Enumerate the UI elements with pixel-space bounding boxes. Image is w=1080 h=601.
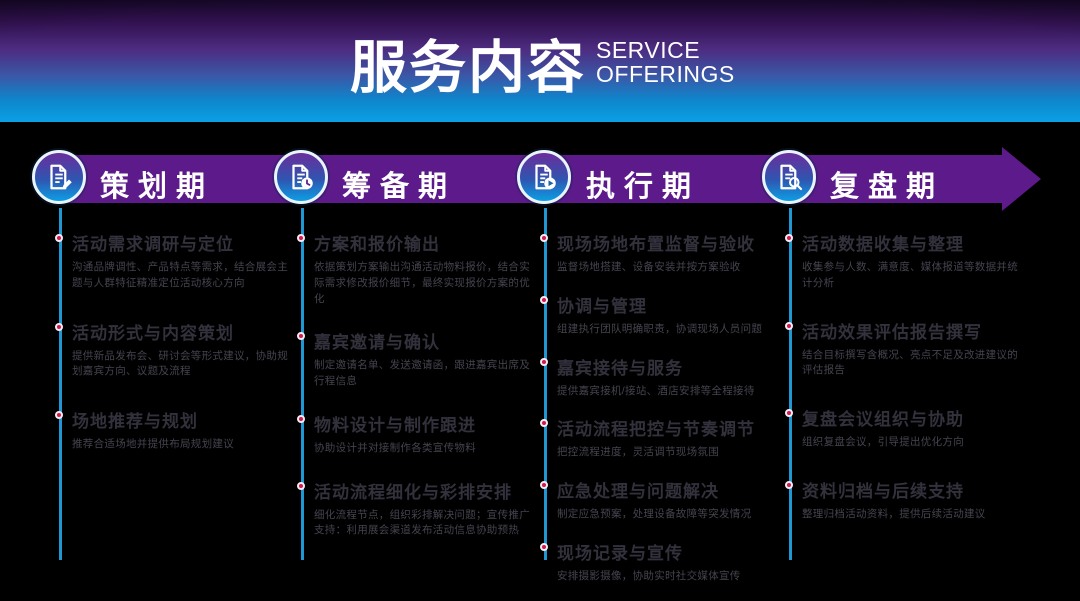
bullet-dot-icon: [540, 481, 548, 489]
bullet-dot-icon: [55, 322, 63, 331]
page-subtitle-line2: OFFERINGS: [596, 61, 735, 87]
item-title: 活动形式与内容策划: [72, 323, 234, 343]
item-desc: 组织复盘会议，引导提出优化方向: [802, 436, 964, 448]
bullet-dot-icon: [540, 419, 548, 428]
item-title: 协调与管理: [557, 296, 647, 316]
item-title: 活动数据收集与整理: [802, 235, 964, 254]
timeline-line: [59, 208, 62, 560]
item-desc: 推荐合适场地并提供布局规划建议: [72, 438, 234, 450]
timeline-line: [301, 208, 304, 560]
list-item: 活动效果评估报告撰写 结合目标撰写含概况、亮点不足及改进建议的评估报告: [785, 318, 1023, 380]
list-item: 方案和报价输出 依据策划方案输出沟通活动物料报价，结合实际需求修改报价细节，最终…: [297, 230, 535, 307]
list-item: 嘉宾接待与服务 提供嘉宾接机/接站、酒店安排等全程接待: [540, 354, 778, 400]
list-item: 复盘会议组织与协助 组织复盘会议，引导提出优化方向: [785, 405, 1023, 451]
phase-3-circle: [517, 150, 571, 204]
phase-4-label: 复盘期: [830, 171, 945, 203]
bullet-dot-icon: [785, 234, 793, 242]
page-subtitle: SERVICE OFFERINGS: [596, 38, 735, 86]
item-desc: 结合目标撰写含概况、亮点不足及改进建议的评估报告: [802, 348, 1018, 377]
bullet-dot-icon: [297, 234, 305, 242]
timeline-line: [544, 208, 547, 560]
item-title: 活动需求调研与定位: [72, 235, 234, 254]
item-desc: 安排摄影摄像，协助实时社交媒体宣传: [557, 569, 741, 582]
item-desc: 组建执行团队明确职责，协调现场人员问题: [557, 322, 763, 335]
item-title: 应急处理与问题解决: [557, 482, 719, 501]
item-title: 嘉宾邀请与确认: [314, 333, 440, 353]
item-desc: 制定应急预案，处理设备故障等突发情况: [557, 508, 752, 520]
timeline-line: [789, 208, 792, 560]
phase-1-label: 策划期: [100, 171, 215, 203]
phase-2-label: 筹备期: [342, 171, 457, 203]
bullet-dot-icon: [785, 409, 793, 417]
bullet-dot-icon: [540, 295, 548, 304]
list-item: 资料归档与后续支持 整理归档活动资料，提供后续活动建议: [785, 477, 1023, 523]
item-desc: 细化流程节点，组织彩排解决问题；宣传推广支持：利用展会渠道发布活动信息协助预热: [314, 508, 530, 537]
list-item: 协调与管理 组建执行团队明确职责，协调现场人员问题: [540, 292, 778, 338]
item-desc: 把控流程进度，灵活调节现场氛围: [557, 446, 719, 459]
item-desc: 收集参与人数、满意度、媒体报道等数据并统计分析: [802, 261, 1018, 289]
item-title: 物料设计与制作跟进: [314, 415, 476, 435]
document-clock-icon: [286, 162, 316, 192]
phase-2-circle: [274, 150, 328, 204]
bullet-dot-icon: [297, 414, 305, 423]
item-desc: 制定邀请名单、发送邀请函，跟进嘉宾出席及行程信息: [314, 359, 530, 387]
list-item: 活动需求调研与定位 沟通品牌调性、产品特点等需求，结合展会主题与人群特征精准定位…: [55, 230, 293, 292]
list-item: 嘉宾邀请与确认 制定邀请名单、发送邀请函，跟进嘉宾出席及行程信息: [297, 328, 535, 390]
item-desc: 提供嘉宾接机/接站、酒店安排等全程接待: [557, 384, 755, 397]
document-search-icon: [774, 162, 804, 192]
bullet-dot-icon: [785, 480, 793, 489]
item-desc: 整理归档活动资料，提供后续活动建议: [802, 507, 986, 520]
phase-2-column: 方案和报价输出 依据策划方案输出沟通活动物料报价，结合实际需求修改报价细节，最终…: [297, 208, 535, 560]
item-title: 活动效果评估报告撰写: [802, 322, 982, 342]
item-title: 嘉宾接待与服务: [557, 358, 683, 378]
bullet-dot-icon: [540, 234, 548, 242]
bullet-dot-icon: [785, 321, 793, 330]
item-title: 活动流程把控与节奏调节: [557, 420, 755, 440]
bullet-dot-icon: [297, 332, 305, 341]
item-title: 方案和报价输出: [314, 235, 440, 254]
item-desc: 依据策划方案输出沟通活动物料报价，结合实际需求修改报价细节，最终实现报价方案的优…: [314, 261, 530, 305]
bullet-dot-icon: [540, 542, 548, 551]
item-title: 场地推荐与规划: [72, 412, 198, 431]
item-title: 资料归档与后续支持: [802, 481, 964, 501]
item-desc: 协助设计并对接制作各类宣传物料: [314, 441, 476, 454]
bullet-dot-icon: [540, 357, 548, 366]
bullet-dot-icon: [55, 411, 63, 419]
list-item: 活动流程细化与彩排安排 细化流程节点，组织彩排解决问题；宣传推广支持：利用展会渠…: [297, 478, 535, 540]
item-title: 现场记录与宣传: [557, 543, 683, 563]
list-item: 活动数据收集与整理 收集参与人数、满意度、媒体报道等数据并统计分析: [785, 230, 1023, 292]
list-item: 现场场地布置监督与验收 监督场地搭建、设备安装并按方案验收: [540, 230, 778, 276]
item-desc: 监督场地搭建、设备安装并按方案验收: [557, 261, 741, 273]
header-vignette: [0, 0, 1080, 122]
item-title: 活动流程细化与彩排安排: [314, 482, 512, 502]
page-title: 服务内容: [350, 36, 586, 100]
list-item: 物料设计与制作跟进 协助设计并对接制作各类宣传物料: [297, 411, 535, 457]
arrow-head: [1002, 147, 1041, 211]
list-item: 场地推荐与规划 推荐合适场地并提供布局规划建议: [55, 407, 293, 453]
item-title: 现场场地布置监督与验收: [557, 235, 755, 254]
phase-3-column: 现场场地布置监督与验收 监督场地搭建、设备安装并按方案验收 协调与管理 组建执行…: [540, 208, 778, 601]
bullet-dot-icon: [55, 234, 63, 242]
page-subtitle-line1: SERVICE: [596, 37, 701, 63]
bullet-dot-icon: [297, 481, 305, 490]
document-play-icon: [529, 162, 559, 192]
item-desc: 沟通品牌调性、产品特点等需求，结合展会主题与人群特征精准定位活动核心方向: [72, 261, 288, 289]
phase-1-circle: [32, 150, 86, 204]
document-pencil-icon: [44, 162, 74, 192]
phase-1-column: 活动需求调研与定位 沟通品牌调性、产品特点等需求，结合展会主题与人群特征精准定位…: [55, 208, 293, 560]
header-banner: 服务内容 SERVICE OFFERINGS: [0, 0, 1080, 122]
list-item: 现场记录与宣传 安排摄影摄像，协助实时社交媒体宣传: [540, 539, 778, 585]
item-title: 复盘会议组织与协助: [802, 410, 964, 429]
item-desc: 提供新品发布会、研讨会等形式建议，协助规划嘉宾方向、议题及流程: [72, 349, 288, 378]
list-item: 活动形式与内容策划 提供新品发布会、研讨会等形式建议，协助规划嘉宾方向、议题及流…: [55, 319, 293, 381]
phase-3-label: 执行期: [586, 171, 701, 203]
phase-4-column: 活动数据收集与整理 收集参与人数、满意度、媒体报道等数据并统计分析 活动效果评估…: [785, 208, 1023, 560]
phase-4-circle: [762, 150, 816, 204]
list-item: 活动流程把控与节奏调节 把控流程进度，灵活调节现场氛围: [540, 415, 778, 461]
list-item: 应急处理与问题解决 制定应急预案，处理设备故障等突发情况: [540, 477, 778, 523]
